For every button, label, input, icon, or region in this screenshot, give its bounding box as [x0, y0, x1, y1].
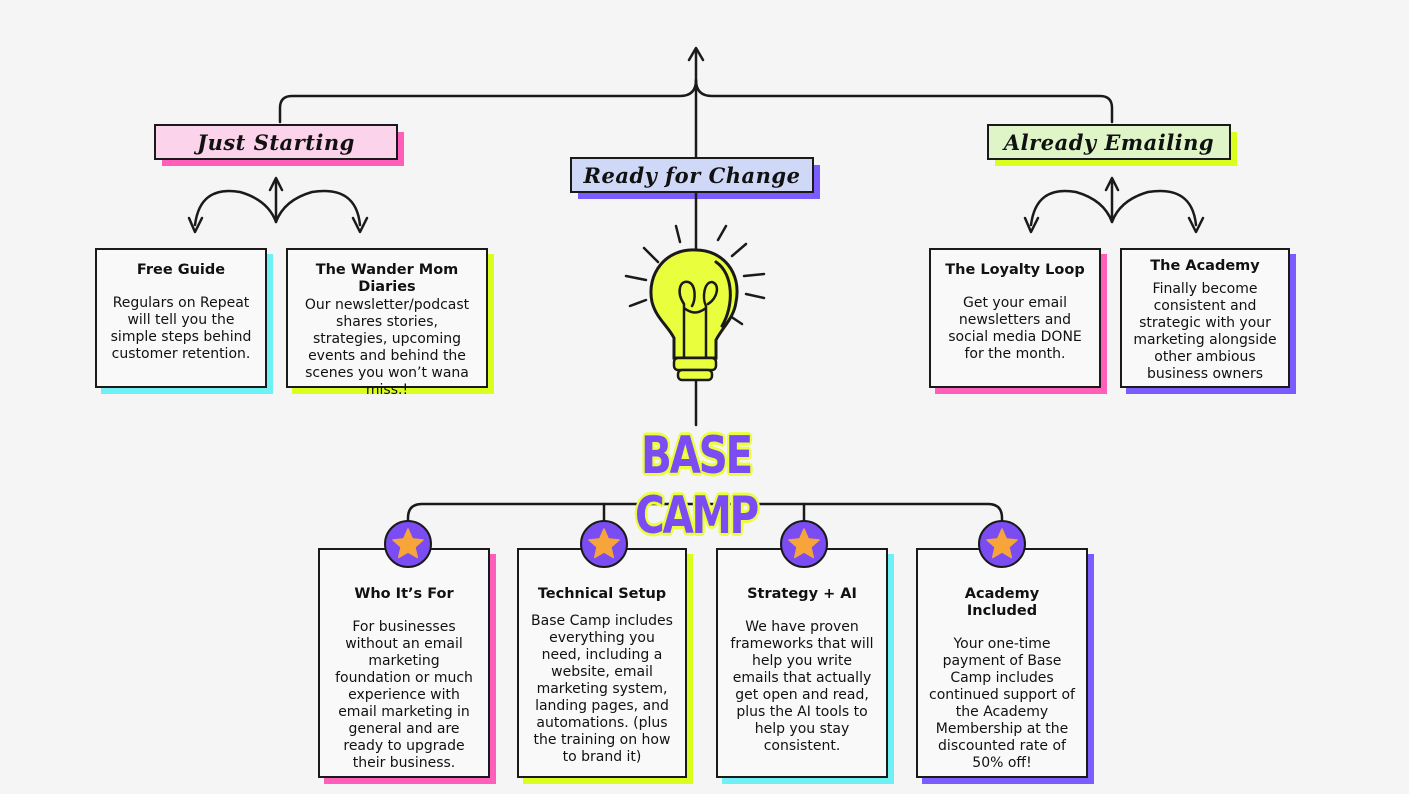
just-starting-text: Just Starting [197, 129, 355, 155]
card-body: Finally become consistent and strategic … [1133, 281, 1277, 382]
card-body: Get your email newsletters and social me… [948, 295, 1082, 362]
card-title: The Wander Mom Diaries [315, 262, 459, 295]
free-guide-card: Free Guide Regulars on Repeat will tell … [95, 248, 273, 394]
star-badge-4 [978, 520, 1026, 568]
card-body: Your one-time payment of Base Camp inclu… [929, 636, 1075, 771]
star-icon [588, 528, 620, 559]
who-its-for-card: Who It’s For For businesses without an e… [318, 548, 496, 784]
star-icon [392, 528, 424, 559]
card-title: The Academy [1150, 258, 1260, 274]
card-title: Technical Setup [537, 586, 667, 602]
academy-included-card: Academy Included Your one-time payment o… [916, 548, 1094, 784]
already-emailing-text: Already Emailing [1003, 129, 1215, 155]
star-icon [986, 528, 1018, 559]
card-title: Strategy + AI [747, 586, 857, 602]
ready-for-change-text: Ready for Change [583, 162, 801, 188]
wander-mom-diaries-card: The Wander Mom Diaries Our newsletter/po… [286, 248, 494, 398]
card-body: Base Camp includes everything you need, … [531, 613, 673, 765]
card-body: For businesses without an email marketin… [335, 619, 473, 771]
star-icon [788, 528, 820, 559]
already-emailing-label: Already Emailing [987, 124, 1237, 166]
card-body: Our newsletter/podcast shares stories, s… [304, 297, 470, 398]
card-title: Academy Included [964, 586, 1040, 619]
star-badge-1 [384, 520, 432, 568]
star-badge-2 [580, 520, 628, 568]
just-starting-label: Just Starting [154, 124, 404, 166]
star-badge-3 [780, 520, 828, 568]
card-body: We have proven frameworks that will help… [730, 619, 874, 754]
loyalty-loop-card: The Loyalty Loop Get your email newslett… [929, 248, 1107, 394]
card-title: Who It’s For [354, 586, 454, 602]
technical-setup-card: Technical Setup Base Camp includes every… [517, 548, 693, 784]
lightbulb-icon [624, 224, 766, 382]
strategy-ai-card: Strategy + AI We have proven frameworks … [716, 548, 894, 784]
the-academy-card: The Academy Finally become consistent an… [1120, 248, 1296, 394]
ready-for-change-label: Ready for Change [570, 157, 820, 199]
card-title: The Loyalty Loop [945, 262, 1085, 278]
base-camp-title: BASE CAMP [635, 426, 759, 546]
card-body: Regulars on Repeat will tell you the sim… [110, 295, 252, 362]
card-title: Free Guide [136, 262, 226, 278]
